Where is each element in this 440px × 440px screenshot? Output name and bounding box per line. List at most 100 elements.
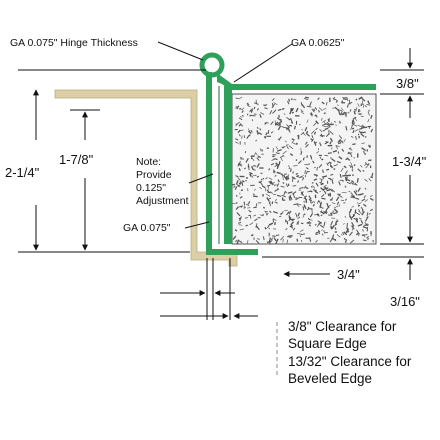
texture-speck: [255, 152, 258, 156]
texture-speck: [338, 194, 343, 198]
texture-speck: [311, 182, 314, 184]
texture-speck: [264, 135, 267, 139]
texture-speck: [284, 190, 288, 194]
texture-speck: [363, 203, 367, 207]
texture-speck: [330, 198, 333, 201]
texture-speck: [280, 156, 283, 162]
texture-speck: [237, 184, 240, 187]
texture-speck: [304, 97, 309, 101]
texture-speck: [307, 217, 311, 221]
texture-speck: [352, 129, 355, 133]
texture-speck: [251, 174, 254, 179]
texture-speck: [282, 238, 284, 243]
texture-speck: [235, 206, 240, 210]
texture-speck: [264, 107, 268, 110]
texture-speck: [306, 155, 309, 158]
texture-speck: [324, 141, 329, 145]
texture-speck: [343, 165, 347, 169]
texture-speck: [288, 217, 292, 222]
texture-speck: [340, 199, 345, 201]
texture-speck: [238, 134, 241, 137]
texture-speck: [304, 196, 307, 201]
texture-speck: [239, 216, 242, 222]
texture-speck: [282, 150, 287, 155]
texture-speck: [238, 240, 243, 244]
texture-speck: [235, 97, 239, 100]
texture-speck: [297, 216, 301, 220]
texture-speck: [268, 227, 271, 230]
texture-speck: [358, 208, 361, 213]
texture-speck: [353, 190, 358, 196]
texture-speck: [344, 239, 348, 243]
texture-speck: [244, 217, 248, 219]
texture-speck: [348, 190, 351, 193]
texture-speck: [295, 107, 299, 113]
texture-speck: [349, 165, 353, 169]
texture-speck: [339, 179, 343, 182]
texture-speck: [246, 103, 250, 106]
texture-speck: [270, 131, 274, 134]
texture-speck: [300, 109, 304, 113]
texture-speck: [331, 179, 334, 184]
texture-speck: [258, 155, 261, 159]
texture-speck: [314, 107, 318, 111]
texture-speck: [364, 135, 367, 138]
texture-speck: [314, 114, 317, 117]
texture-speck: [366, 103, 371, 106]
texture-speck: [340, 107, 344, 111]
texture-speck: [355, 189, 358, 193]
texture-speck: [364, 105, 368, 108]
texture-speck: [330, 122, 332, 125]
texture-speck: [315, 114, 318, 118]
texture-speck: [366, 216, 369, 219]
texture-speck: [238, 182, 242, 185]
texture-speck: [262, 177, 265, 180]
texture-speck: [300, 191, 304, 197]
texture-speck: [237, 163, 240, 167]
texture-speck: [320, 187, 325, 192]
texture-speck: [331, 147, 333, 150]
texture-speck: [288, 98, 291, 102]
texture-speck: [349, 147, 353, 152]
texture-speck: [311, 130, 315, 135]
door-offset-dimension: 3/4": [337, 267, 360, 282]
texture-speck: [329, 164, 334, 169]
texture-speck: [269, 180, 274, 186]
texture-speck: [248, 171, 253, 175]
texture-speck: [326, 126, 331, 129]
texture-speck: [364, 187, 367, 190]
texture-speck: [286, 116, 291, 121]
texture-speck: [357, 124, 363, 128]
texture-speck: [341, 191, 347, 194]
texture-speck: [247, 201, 251, 205]
texture-speck: [282, 146, 285, 149]
texture-speck: [273, 235, 276, 238]
texture-speck: [361, 198, 366, 202]
texture-speck: [324, 154, 329, 157]
texture-speck: [290, 221, 295, 226]
texture-speck: [367, 118, 370, 123]
texture-speck: [326, 189, 331, 192]
texture-speck: [243, 201, 246, 206]
texture-speck: [269, 191, 273, 194]
texture-speck: [308, 162, 310, 165]
texture-speck: [351, 174, 354, 177]
texture-speck: [249, 173, 252, 178]
texture-speck: [342, 223, 345, 225]
texture-speck: [335, 196, 340, 202]
texture-speck: [307, 190, 312, 193]
texture-speck: [271, 158, 275, 161]
texture-speck: [239, 205, 243, 208]
texture-speck: [285, 227, 288, 231]
texture-speck: [277, 126, 281, 131]
texture-speck: [332, 210, 335, 212]
texture-speck: [295, 142, 298, 145]
texture-speck: [331, 202, 336, 205]
texture-speck: [356, 177, 359, 183]
texture-speck: [240, 124, 244, 127]
texture-speck: [285, 183, 289, 187]
texture-speck: [344, 216, 347, 218]
texture-speck: [300, 239, 303, 242]
texture-speck: [326, 168, 330, 171]
texture-speck: [246, 204, 250, 207]
